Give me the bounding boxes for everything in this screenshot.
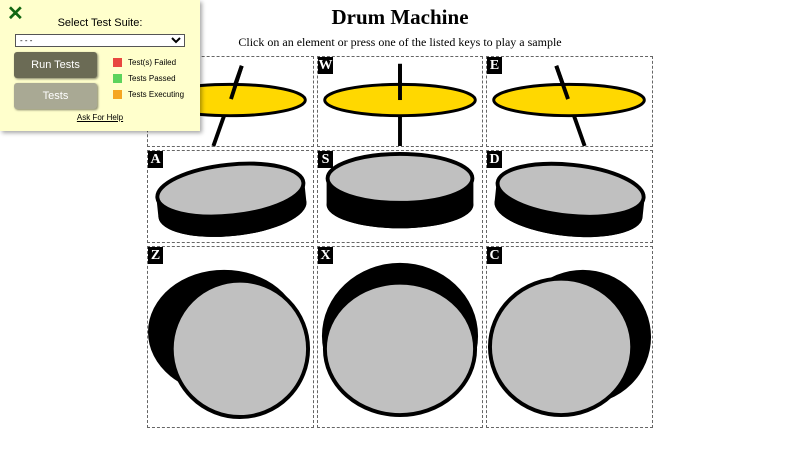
cymbal-icon	[323, 63, 477, 146]
legend-failed: Test(s) Failed	[113, 57, 176, 67]
test-suite-panel: ✕ Select Test Suite: - - - Run Tests Tes…	[0, 0, 200, 131]
page-title: Drum Machine	[331, 5, 469, 29]
failed-swatch	[113, 57, 122, 67]
drum-pad-e[interactable]: E	[486, 56, 653, 147]
drum-pad-w[interactable]: W	[317, 56, 483, 147]
close-icon[interactable]: ✕	[7, 3, 24, 25]
pad-key-label: A	[148, 151, 163, 168]
drum-pad-s[interactable]: S	[317, 150, 483, 243]
drum-icon	[155, 161, 307, 237]
pad-key-label: D	[487, 151, 502, 168]
executing-swatch	[113, 89, 122, 99]
pad-key-label: S	[318, 151, 333, 168]
legend-label: Tests Executing	[128, 89, 185, 99]
pad-key-label: X	[318, 247, 333, 264]
drum-pad-d[interactable]: D	[486, 150, 653, 243]
cymbal-icon	[492, 65, 646, 147]
passed-swatch	[113, 73, 122, 83]
pad-key-label: E	[487, 57, 502, 74]
legend-label: Tests Passed	[128, 73, 176, 83]
legend-label: Test(s) Failed	[128, 57, 177, 67]
run-tests-button[interactable]: Run Tests	[14, 52, 97, 78]
drum-head-icon	[148, 269, 311, 420]
pad-key-label: W	[318, 57, 333, 74]
test-suite-select[interactable]: - - -	[15, 34, 185, 47]
pad-key-label: Z	[148, 247, 163, 264]
instructions-text: Click on an element or press one of the …	[238, 35, 562, 49]
drum-icon	[494, 161, 646, 238]
drum-pad-x[interactable]: X	[317, 246, 483, 428]
legend-executing: Tests Executing	[113, 89, 184, 99]
ask-for-help-link[interactable]: Ask For Help	[76, 113, 124, 122]
drum-pad-z[interactable]: Z	[147, 246, 314, 428]
pad-key-label: C	[487, 247, 502, 264]
drum-pad-c[interactable]: C	[486, 246, 653, 428]
drum-icon	[325, 151, 475, 229]
drum-head-icon	[321, 262, 479, 418]
test-suite-title: Select Test Suite:	[57, 17, 143, 29]
legend-passed: Tests Passed	[113, 73, 176, 83]
drum-pad-a[interactable]: A	[147, 150, 314, 243]
tests-button[interactable]: Tests	[14, 83, 97, 109]
drum-head-icon	[487, 269, 652, 418]
